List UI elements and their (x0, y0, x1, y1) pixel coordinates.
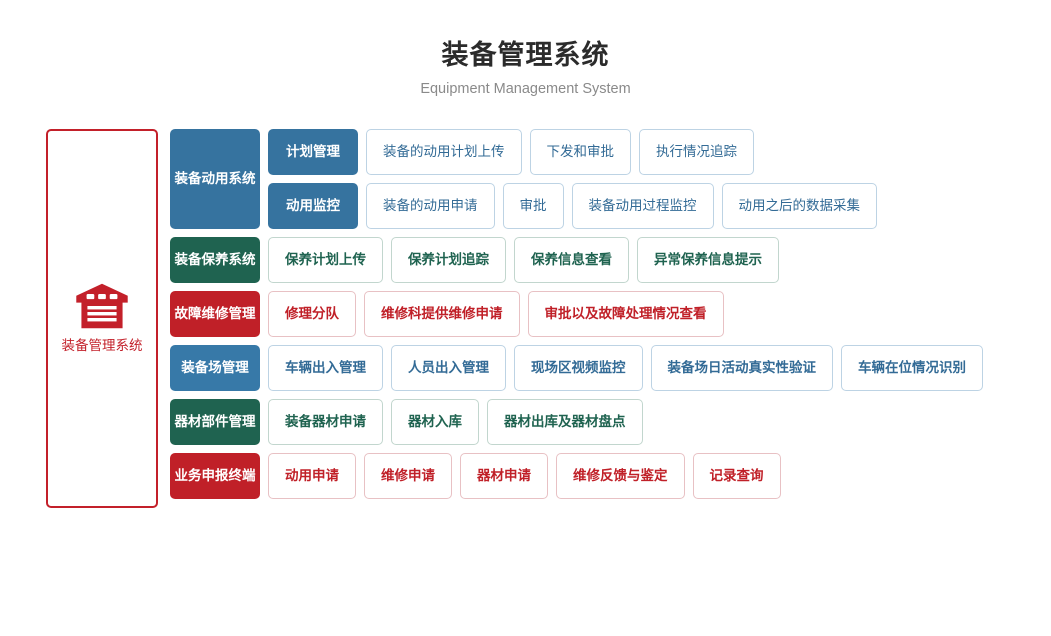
module-item[interactable]: 装备动用过程监控 (571, 183, 714, 229)
module-item[interactable]: 审批 (502, 183, 564, 229)
module-item[interactable]: 保养信息查看 (514, 237, 629, 283)
matrix-row: 修理分队 维修科提供维修申请 审批以及故障处理情况查看 (268, 291, 724, 337)
system-hero-label: 装备管理系统 (61, 338, 143, 353)
module-item[interactable]: 动用之后的数据采集 (721, 183, 877, 229)
module-item[interactable]: 维修科提供维修申请 (364, 291, 520, 337)
group-rows: 修理分队 维修科提供维修申请 审批以及故障处理情况查看 (268, 291, 724, 337)
system-hero-panel: 装备管理系统 (46, 129, 158, 508)
module-item[interactable]: 现场区视频监控 (514, 345, 643, 391)
group-rows: 保养计划上传 保养计划追踪 保养信息查看 异常保养信息提示 (268, 237, 779, 283)
group-rows: 动用申请 维修申请 器材申请 维修反馈与鉴定 记录查询 (268, 453, 781, 499)
group-label-equipment-maintenance[interactable]: 装备保养系统 (170, 237, 260, 283)
group-fault-repair: 故障维修管理 修理分队 维修科提供维修申请 审批以及故障处理情况查看 (170, 291, 983, 337)
module-item[interactable]: 器材入库 (391, 399, 479, 445)
matrix-row: 计划管理 装备的动用计划上传 下发和审批 执行情况追踪 (268, 129, 877, 175)
group-label-depot-management[interactable]: 装备场管理 (170, 345, 260, 391)
matrix-row: 车辆出入管理 人员出入管理 现场区视频监控 装备场日活动真实性验证 车辆在位情况… (268, 345, 983, 391)
warehouse-icon (76, 283, 128, 329)
module-item[interactable]: 装备器材申请 (268, 399, 383, 445)
matrix-row: 动用申请 维修申请 器材申请 维修反馈与鉴定 记录查询 (268, 453, 781, 499)
module-item[interactable]: 保养计划追踪 (391, 237, 506, 283)
matrix-row: 保养计划上传 保养计划追踪 保养信息查看 异常保养信息提示 (268, 237, 779, 283)
module-item[interactable]: 动用申请 (268, 453, 356, 499)
page-title: 装备管理系统 (441, 40, 610, 70)
module-item[interactable]: 异常保养信息提示 (637, 237, 779, 283)
matrix-row: 装备器材申请 器材入库 器材出库及器材盘点 (268, 399, 643, 445)
module-item[interactable]: 记录查询 (692, 453, 781, 499)
group-rows: 计划管理 装备的动用计划上传 下发和审批 执行情况追踪 动用监控 装备的动用申请… (268, 129, 877, 229)
module-item[interactable]: 器材出库及器材盘点 (487, 399, 643, 445)
module-item[interactable]: 人员出入管理 (391, 345, 506, 391)
module-item[interactable]: 车辆在位情况识别 (841, 345, 983, 391)
module-item[interactable]: 审批以及故障处理情况查看 (527, 291, 724, 337)
group-equipment-maintenance: 装备保养系统 保养计划上传 保养计划追踪 保养信息查看 异常保养信息提示 (170, 237, 983, 283)
subhead-plan-management[interactable]: 计划管理 (268, 129, 358, 175)
module-item[interactable]: 装备场日活动真实性验证 (650, 345, 833, 391)
module-item[interactable]: 装备的动用申请 (366, 183, 495, 229)
module-item[interactable]: 器材申请 (460, 453, 548, 499)
group-label-fault-repair[interactable]: 故障维修管理 (170, 291, 260, 337)
module-item[interactable]: 修理分队 (268, 291, 356, 337)
group-label-parts-management[interactable]: 器材部件管理 (170, 399, 260, 445)
header: 装备管理系统 Equipment Management System (0, 38, 1051, 98)
module-item[interactable]: 维修反馈与鉴定 (556, 453, 685, 499)
group-depot-management: 装备场管理 车辆出入管理 人员出入管理 现场区视频监控 装备场日活动真实性验证 … (170, 345, 983, 391)
module-item[interactable]: 下发和审批 (529, 129, 631, 175)
module-item[interactable]: 维修申请 (364, 453, 452, 499)
module-item[interactable]: 车辆出入管理 (268, 345, 383, 391)
group-label-business-declaration[interactable]: 业务申报终端 (170, 453, 260, 499)
group-rows: 车辆出入管理 人员出入管理 现场区视频监控 装备场日活动真实性验证 车辆在位情况… (268, 345, 983, 391)
matrix-row: 动用监控 装备的动用申请 审批 装备动用过程监控 动用之后的数据采集 (268, 183, 877, 229)
module-item[interactable]: 执行情况追踪 (639, 129, 754, 175)
group-parts-management: 器材部件管理 装备器材申请 器材入库 器材出库及器材盘点 (170, 399, 983, 445)
group-business-declaration: 业务申报终端 动用申请 维修申请 器材申请 维修反馈与鉴定 记录查询 (170, 453, 983, 499)
module-matrix: 装备动用系统 计划管理 装备的动用计划上传 下发和审批 执行情况追踪 动用监控 … (170, 129, 983, 507)
module-item[interactable]: 保养计划上传 (268, 237, 383, 283)
group-equipment-dispatch: 装备动用系统 计划管理 装备的动用计划上传 下发和审批 执行情况追踪 动用监控 … (170, 129, 983, 229)
group-label-equipment-dispatch[interactable]: 装备动用系统 (170, 129, 260, 229)
module-item[interactable]: 装备的动用计划上传 (366, 129, 522, 175)
page-subtitle: Equipment Management System (420, 81, 631, 97)
subhead-dispatch-monitoring[interactable]: 动用监控 (268, 183, 358, 229)
group-rows: 装备器材申请 器材入库 器材出库及器材盘点 (268, 399, 643, 445)
